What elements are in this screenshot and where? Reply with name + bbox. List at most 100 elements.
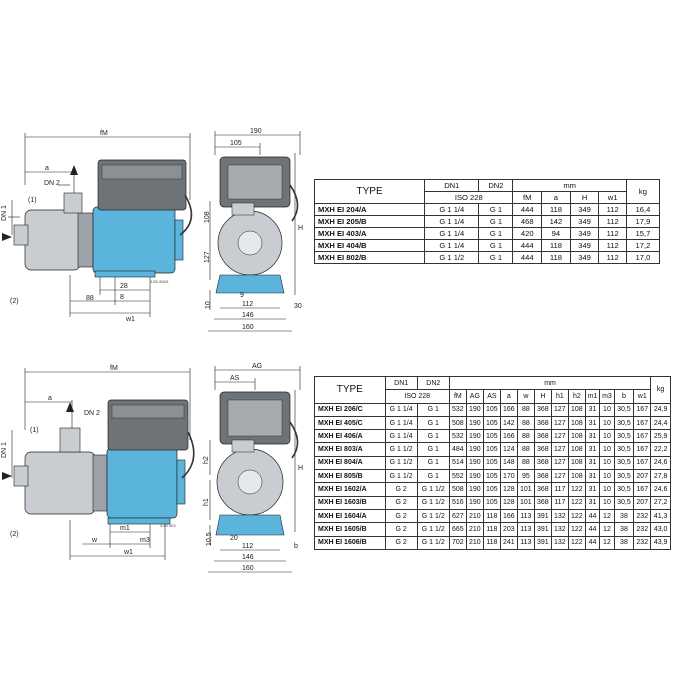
dn2-cell: G 1 1/2 — [416, 482, 450, 497]
dim-h1: h1 — [203, 498, 210, 506]
value-cell: 665 — [448, 522, 467, 537]
dn1-cell: G 1 1/4 — [424, 239, 480, 252]
value-cell: 31 — [584, 402, 601, 417]
value-cell: 127 — [550, 415, 569, 431]
dn1-cell: G 2 — [384, 535, 418, 550]
kg-cell: 17,9 — [625, 215, 661, 228]
value-cell: 118 — [482, 535, 501, 550]
value-cell: 105 — [482, 495, 501, 510]
dn2-cell: G 1 — [478, 203, 514, 216]
value-cell: 30,5 — [613, 482, 635, 497]
fm-cell: 444 — [512, 251, 543, 264]
value-cell: 113 — [516, 508, 535, 524]
dim-a: a — [48, 395, 52, 402]
mm-header: mm — [512, 179, 627, 192]
value-cell: 127 — [550, 469, 569, 484]
col-header: h2 — [567, 389, 586, 404]
value-cell: 484 — [448, 442, 467, 457]
col-header: H — [569, 191, 600, 204]
a-cell: 94 — [541, 227, 571, 240]
value-cell: 38 — [613, 535, 635, 550]
value-cell: 30,5 — [613, 469, 635, 484]
dim-b: b — [294, 543, 298, 550]
type-cell: MXH EI 206/C — [314, 402, 386, 417]
value-cell: 132 — [550, 522, 569, 537]
value-cell: 10 — [599, 402, 615, 417]
dim-a: a — [45, 165, 49, 172]
value-cell: 44 — [584, 522, 601, 537]
value-cell: 167 — [633, 429, 652, 444]
type-cell: MXH EI 204/A — [313, 203, 426, 216]
value-cell: 10 — [599, 415, 615, 431]
type-cell: MXH EI 205/B — [313, 215, 426, 228]
value-cell: 190 — [465, 442, 484, 457]
dim-190: 190 — [250, 128, 262, 135]
kg-cell: 22,2 — [650, 442, 671, 457]
value-cell: 105 — [482, 415, 501, 431]
dim-112: 112 — [242, 301, 253, 308]
kg-cell: 43,0 — [650, 522, 671, 537]
iso-header: ISO 228 — [424, 191, 514, 204]
value-cell: 31 — [584, 482, 601, 497]
dim-30: 30 — [294, 303, 302, 310]
value-cell: 203 — [499, 522, 518, 537]
dim-9: 9 — [240, 292, 244, 299]
kg-cell: 16,4 — [625, 203, 661, 216]
value-cell: 368 — [533, 482, 552, 497]
dn1-cell: G 1 1/2 — [384, 442, 418, 457]
col-header: w — [516, 389, 535, 404]
value-cell: 241 — [499, 535, 518, 550]
w1-cell: 112 — [598, 251, 627, 264]
value-cell: 12 — [599, 522, 615, 537]
dim-fm: fM — [100, 130, 108, 137]
col-header: a — [499, 389, 518, 404]
value-cell: 702 — [448, 535, 467, 550]
value-cell: 101 — [516, 482, 535, 497]
value-cell: 368 — [533, 402, 552, 417]
type-cell: MXH EI 1602/A — [314, 482, 386, 497]
value-cell: 132 — [550, 535, 569, 550]
dim-h2: h2 — [203, 456, 210, 464]
bottom-side-view-drawing: fM a DN 2 DN 1 (1) (2) m1 w m3 w1 4.83.3… — [1, 365, 195, 560]
value-cell: 514 — [448, 455, 467, 471]
value-cell: 190 — [465, 469, 484, 484]
top-side-view-drawing: fM a DN 2 DN 1 (1) (2) 28 88 8 w1 4.83.3… — [1, 130, 193, 323]
value-cell: 627 — [448, 508, 467, 524]
col-header: AG — [465, 389, 484, 404]
value-cell: 508 — [448, 415, 467, 431]
value-cell: 10 — [599, 469, 615, 484]
dim-dn2: DN 2 — [44, 180, 60, 187]
dn2-cell: G 1 — [416, 442, 450, 457]
value-cell: 118 — [482, 508, 501, 524]
dn1-cell: G 2 — [384, 522, 418, 537]
value-cell: 127 — [550, 442, 569, 457]
value-cell: 113 — [516, 535, 535, 550]
dn2-header: DN2 — [478, 179, 514, 192]
value-cell: 30,5 — [613, 415, 635, 431]
value-cell: 31 — [584, 455, 601, 471]
value-cell: 108 — [567, 469, 586, 484]
value-cell: 105 — [482, 442, 501, 457]
col-header: a — [541, 191, 571, 204]
dn1-cell: G 1 1/4 — [424, 215, 480, 228]
dim-10: 10 — [205, 301, 212, 309]
value-cell: 128 — [499, 495, 518, 510]
value-cell: 105 — [482, 402, 501, 417]
kg-cell: 15,7 — [625, 227, 661, 240]
value-cell: 391 — [533, 535, 552, 550]
value-cell: 30,5 — [613, 429, 635, 444]
dn1-header: DN1 — [424, 179, 480, 192]
fm-cell: 444 — [512, 239, 543, 252]
kg-header: kg — [625, 179, 661, 204]
dn1-cell: G 2 — [384, 495, 418, 510]
kg-cell: 17,0 — [625, 251, 661, 264]
value-cell: 516 — [448, 495, 467, 510]
dim-28: 28 — [120, 283, 128, 290]
dim-w1: w1 — [125, 316, 135, 323]
